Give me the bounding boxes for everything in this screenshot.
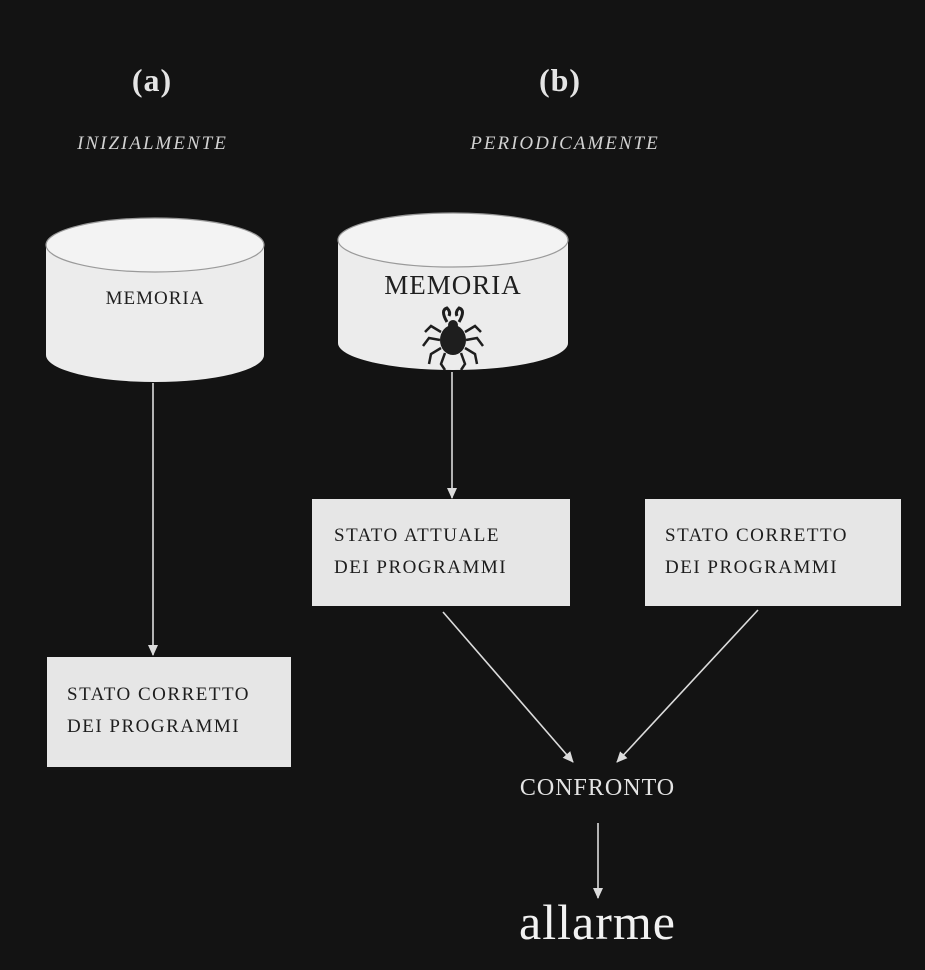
arrow-correct-to-compare (616, 609, 759, 763)
correct-state-a-line2: DEI PROGRAMMI (67, 716, 241, 737)
compare-label: CONFRONTO (519, 775, 676, 801)
memory-cylinder-a (45, 217, 265, 382)
memory-cylinder-b (337, 212, 569, 370)
correct-state-a-line1: STATO CORRETTO (67, 684, 250, 705)
panel-a-label: (a) (131, 62, 173, 98)
bug-crab-icon (422, 306, 484, 371)
correct-state-box-b: STATO CORRETTO DEI PROGRAMMI (645, 499, 901, 606)
current-state-b-line1: STATO ATTUALE (334, 525, 500, 546)
memory-b-label: MEMORIA (384, 270, 522, 300)
panel-b-label: (b) (538, 62, 582, 98)
phase-a-label: INIZIALMENTE (77, 133, 228, 154)
arrow-current-to-compare (442, 611, 574, 763)
current-state-b-line2: DEI PROGRAMMI (334, 557, 508, 578)
correct-state-b-line1: STATO CORRETTO (665, 525, 848, 546)
memory-a-label: MEMORIA (105, 288, 205, 309)
current-state-box-b: STATO ATTUALE DEI PROGRAMMI (312, 499, 570, 606)
correct-state-box-a: STATO CORRETTO DEI PROGRAMMI (47, 657, 291, 767)
alarm-label: allarme (519, 894, 676, 950)
correct-state-b-line2: DEI PROGRAMMI (665, 557, 839, 578)
phase-b-label: PERIODICAMENTE (470, 133, 660, 154)
